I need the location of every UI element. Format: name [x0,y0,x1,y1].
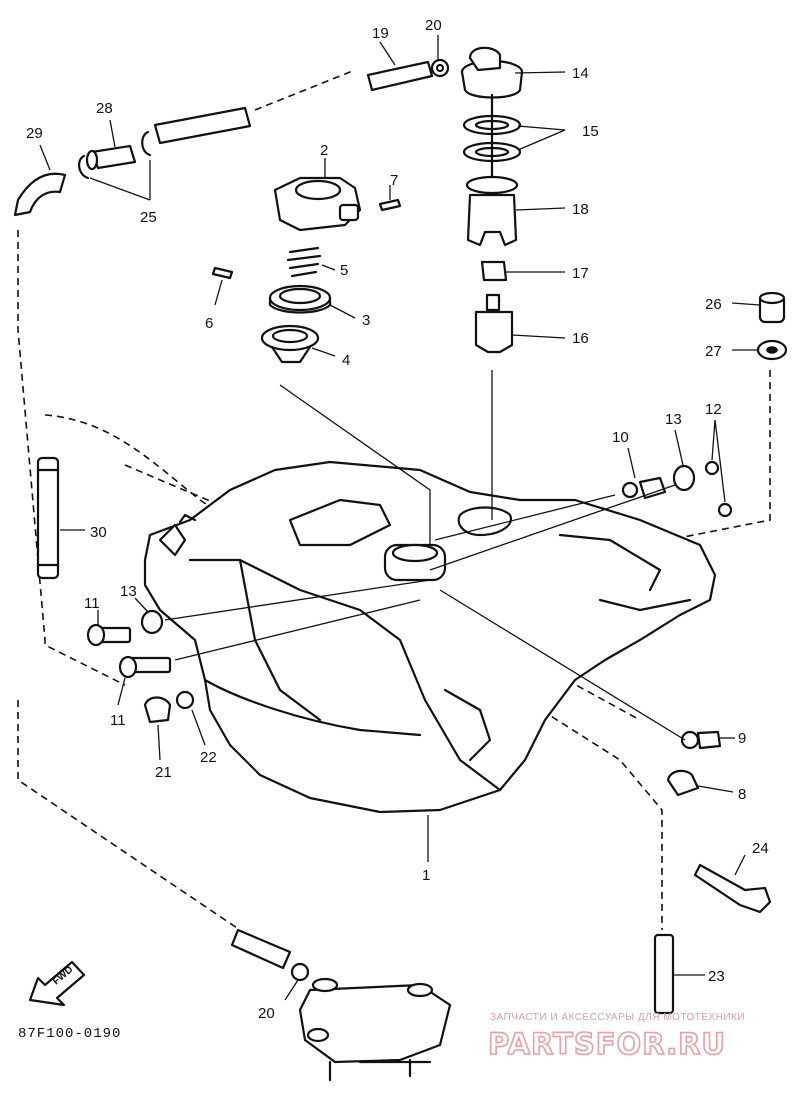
callout-labels: 1 2 3 4 5 6 7 8 9 10 11 11 12 13 13 14 1… [26,17,769,1022]
clip-20-top[interactable] [430,58,450,78]
callout-13-right: 13 [665,411,682,428]
bolt-11-lower[interactable] [118,655,172,679]
callout-19: 19 [372,25,389,42]
cap-8[interactable] [666,769,700,797]
callout-26: 26 [705,296,722,313]
pin-7[interactable] [378,198,402,212]
lower-right-leaders [439,589,746,976]
callout-17: 17 [572,265,589,282]
filler-cap[interactable] [273,176,362,232]
cap-spring[interactable] [286,246,322,278]
hose-19[interactable] [366,60,434,92]
callout-25: 25 [140,209,157,226]
callout-27: 27 [705,343,722,360]
left-leaders [60,529,431,761]
callout-5: 5 [340,262,348,279]
hose-lower[interactable] [230,928,292,970]
fitting-28[interactable] [85,144,137,171]
callout-21: 21 [155,764,172,781]
pin-6[interactable] [211,266,234,280]
hose-23[interactable] [653,933,675,1015]
callout-1: 1 [422,867,430,884]
callout-2: 2 [320,142,328,159]
washer-13-left[interactable] [140,609,164,635]
callout-3: 3 [362,312,370,329]
callout-11-upper: 11 [84,595,100,612]
callout-9: 9 [738,730,746,747]
fuel-cock-pump[interactable] [298,977,452,1082]
callout-18: 18 [572,201,589,218]
callout-20-top: 20 [425,17,442,34]
cap-leaders [214,158,431,545]
mid-right-leaders [429,419,726,571]
callout-7: 7 [390,172,398,189]
clips-25[interactable] [78,130,152,180]
callout-15: 15 [582,123,599,140]
clamp-22[interactable] [175,690,195,710]
bottom-leaders [284,979,299,1001]
callout-23: 23 [708,968,725,985]
fuel-tank[interactable] [143,460,717,814]
callout-16: 16 [572,330,589,347]
top-hose-leaders [39,35,439,201]
right-small-leaders [731,302,761,351]
fuel-filter-cap[interactable] [460,46,524,99]
callout-24: 24 [752,840,769,857]
watermark: ЗАПЧАСТИ И АКСЕССУАРЫ ДЛЯ МОТОТЕХНИКИ PA… [487,1012,745,1062]
fuel-filter-rings[interactable] [462,93,522,180]
stack-leaders [491,71,566,520]
cap-seal-ring[interactable] [268,284,332,314]
hose-30[interactable] [36,456,60,580]
callout-29: 29 [26,125,43,142]
bolt-11-upper[interactable] [86,623,132,647]
strap-24[interactable] [693,863,772,914]
callout-12: 12 [705,401,722,418]
washer-13-right[interactable] [672,464,696,492]
callout-30: 30 [90,524,107,541]
filler-neck-gasket[interactable] [260,324,320,364]
callout-4: 4 [342,352,350,369]
hose-top-long[interactable] [153,106,252,145]
fuel-valve-body[interactable] [474,293,514,354]
clamp-9[interactable] [680,730,722,750]
cap-21[interactable] [143,696,172,724]
washer-27[interactable] [756,339,788,361]
grommet-26[interactable] [758,291,786,324]
clips-12[interactable] [704,460,733,518]
hose-29[interactable] [13,172,67,217]
callout-10: 10 [612,429,629,446]
callout-6: 6 [205,315,213,332]
callout-8: 8 [738,786,746,803]
fuel-strainer[interactable] [465,175,519,247]
callout-20-bottom: 20 [258,1005,275,1022]
fwd-arrow-icon: FWD [28,960,86,1007]
collar-17[interactable] [480,260,508,282]
clamp-10[interactable] [621,476,667,500]
watermark-tagline: ЗАПЧАСТИ И АКСЕССУАРЫ ДЛЯ МОТОТЕХНИКИ [490,1012,745,1023]
watermark-brand-logo: PARTSFOR.RU [488,1027,726,1061]
clip-20-bottom[interactable] [290,962,310,982]
callout-11-lower: 11 [110,712,126,729]
callout-22: 22 [200,749,217,766]
callout-28: 28 [96,100,113,117]
callout-13-left: 13 [120,583,137,600]
diagram-code: 87F100-0190 [18,1026,121,1042]
callout-14: 14 [572,65,589,82]
